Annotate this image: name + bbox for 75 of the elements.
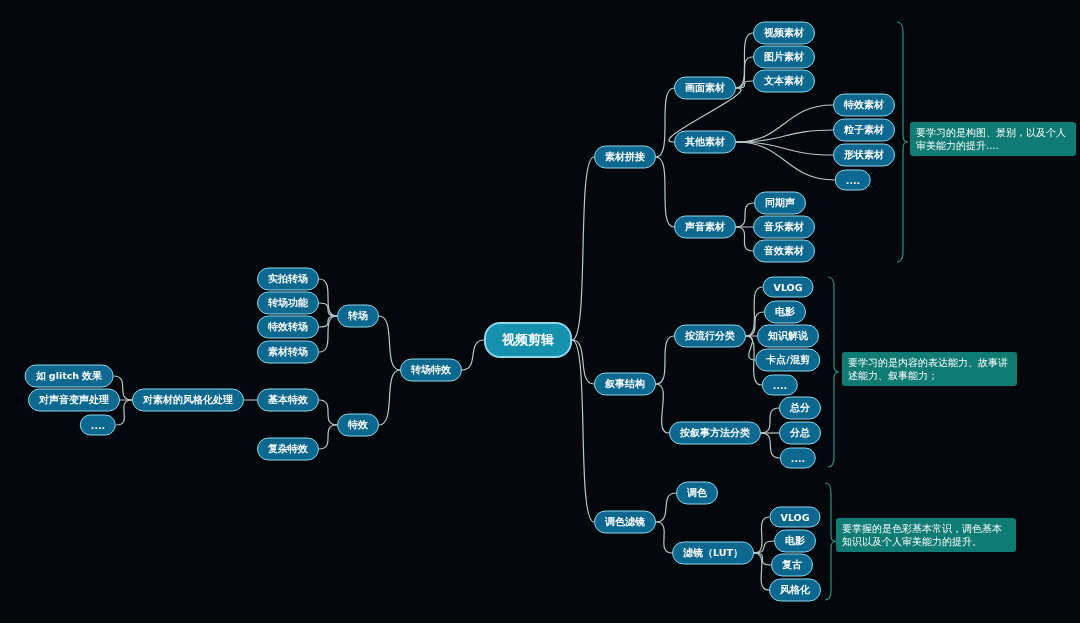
topic-box: 对素材的风格化处理 (132, 388, 244, 412)
topic-box: 形状素材 (833, 143, 895, 167)
topic-box: 视频素材 (753, 21, 815, 45)
topic-box: 对声音变声处理 (28, 388, 120, 412)
topic-box: 卡点/混剪 (755, 348, 821, 372)
branch-line (735, 226, 754, 252)
topic-box: 电影 (764, 300, 806, 324)
topic-box: .... (761, 374, 799, 396)
topic-box: 复杂特效 (257, 437, 319, 461)
topic-box: VLOG (762, 276, 814, 298)
central-topic: 视频剪辑 (484, 322, 572, 358)
branch-line (655, 383, 670, 434)
topic-box: .... (779, 447, 817, 469)
topic-box: 音效素材 (753, 239, 815, 263)
branch-line (655, 335, 675, 385)
topic-box: 总分 (779, 396, 821, 420)
branch-line (571, 339, 595, 523)
branch-line (571, 156, 595, 341)
topic-box: 知识解说 (757, 324, 819, 348)
topic-box: 复古 (771, 553, 813, 577)
topic-box: 特效素材 (833, 93, 895, 117)
branch-line (655, 492, 677, 523)
topic-box: 转场功能 (257, 291, 319, 315)
branch-line (655, 521, 673, 554)
summary-note: 要学习的是构图、景别，以及个人审美能力的提升.... (910, 122, 1076, 156)
topic-box: 分总 (779, 421, 821, 445)
topic-box: 滤镜（LUT） (672, 541, 754, 565)
topic-box: 特效转场 (257, 315, 319, 339)
branch-line (318, 399, 338, 426)
branch-line (735, 226, 754, 228)
topic-box: VLOG (769, 506, 821, 528)
topic-box: 画面素材 (674, 76, 736, 100)
topic-box: 其他素材 (674, 130, 736, 154)
branch-line (378, 315, 401, 371)
topic-box: 调色 (676, 481, 718, 505)
branch-line (318, 315, 338, 353)
summary-note: 要学习的是内容的表达能力、故事讲述能力、叙事能力； (842, 352, 1017, 386)
branch-line (571, 339, 595, 385)
branch-line (655, 156, 675, 228)
branch-line (318, 315, 338, 328)
branch-line (760, 432, 780, 434)
branch-line (745, 335, 756, 361)
topic-box: 音乐素材 (753, 215, 815, 239)
topic-box: 粒子素材 (833, 118, 895, 142)
branch-line (735, 141, 836, 181)
branch-line (318, 424, 338, 450)
topic-box: 声音素材 (674, 215, 736, 239)
topic-box: 转场特效 (400, 358, 462, 382)
branch-line (243, 399, 258, 401)
topic-box: 按叙事方法分类 (669, 421, 761, 445)
topic-box: 转场 (337, 304, 379, 328)
topic-box: 素材拼接 (594, 145, 656, 169)
branch-line (461, 339, 485, 371)
topic-box: 文本素材 (753, 69, 815, 93)
topic-box: 叙事结构 (594, 372, 656, 396)
topic-box: .... (834, 169, 872, 191)
topic-box: 实拍转场 (257, 267, 319, 291)
topic-box: 电影 (774, 529, 816, 553)
topic-box: 素材转场 (257, 340, 319, 364)
topic-box: 调色滤镜 (594, 510, 656, 534)
branch-line (378, 369, 401, 426)
topic-box: 风格化 (769, 578, 821, 602)
branch-line (668, 87, 742, 143)
topic-box: 图片素材 (753, 45, 815, 69)
branch-line (745, 335, 763, 386)
branch-line (760, 432, 781, 459)
topic-box: 如 glitch 效果 (24, 364, 114, 388)
branch-line (753, 552, 772, 566)
topic-box: 同期声 (754, 191, 806, 215)
branch-line (655, 87, 675, 158)
summary-note: 要掌握的是色彩基本常识，调色基本知识以及个人审美能力的提升。 (836, 518, 1016, 552)
topic-box: 基本特效 (257, 388, 319, 412)
topic-box: 特效 (337, 413, 379, 437)
topic-box: .... (79, 414, 117, 436)
topic-box: 按流行分类 (674, 324, 746, 348)
